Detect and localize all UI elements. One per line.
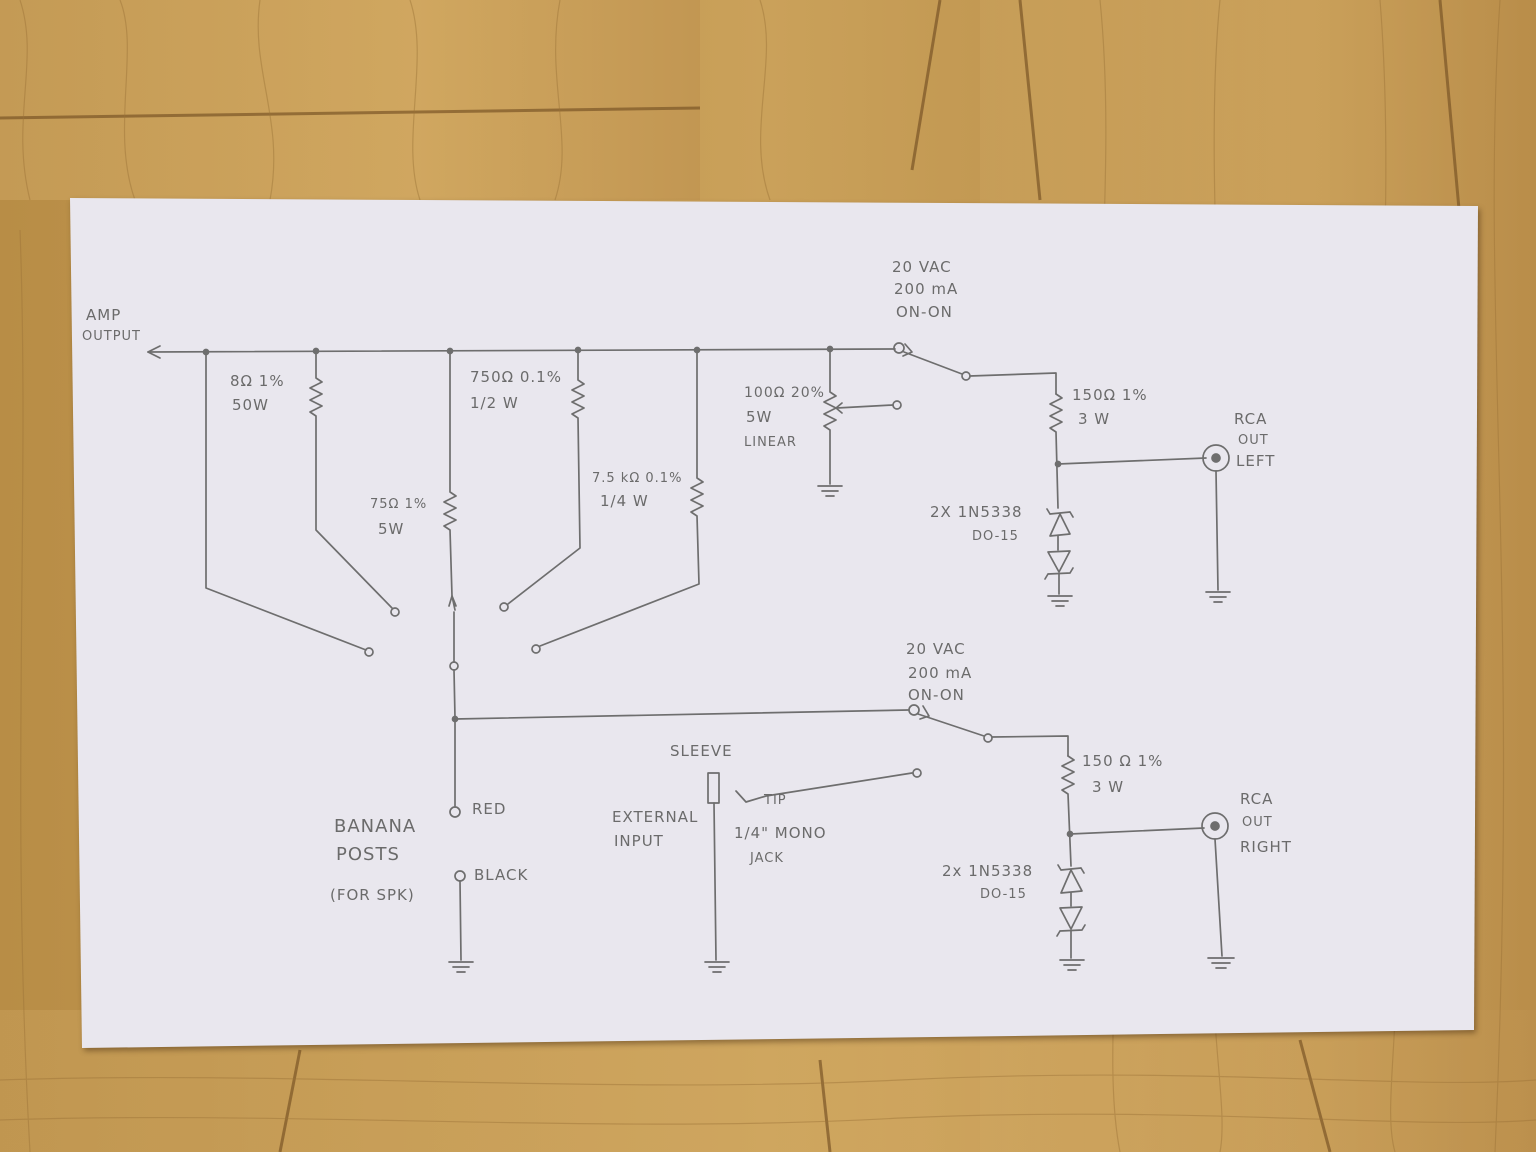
jack-type-label-line2: JACK [750, 851, 784, 866]
switch2-rating-line2: 200 mA [908, 664, 973, 682]
r6-power-label: 3 W [1092, 778, 1125, 796]
r4-value-label: 7.5 kΩ 0.1% [592, 471, 683, 486]
jack-sleeve-label: SLEEVE [670, 742, 733, 760]
r6-value-label: 150 Ω 1% [1082, 752, 1164, 770]
rca-left-label-line3: LEFT [1236, 452, 1276, 470]
circuit-wiring [147, 342, 1235, 973]
amp-output-label-line1: AMP [86, 306, 122, 324]
zener-bottom-label-line1: 2x 1N5338 [942, 862, 1034, 880]
rca-right-label-line2: OUT [1242, 815, 1273, 830]
r2-power-label: 1/2 W [470, 394, 519, 412]
rca-right-label-line3: RIGHT [1240, 838, 1292, 856]
r2-value-label: 750Ω 0.1% [470, 368, 562, 386]
banana-posts-label-line1: BANANA [334, 816, 417, 837]
jack-tip-label: TIP [764, 793, 787, 808]
rca-left-label-line1: RCA [1234, 410, 1268, 428]
jack-type-label-line1: 1/4" MONO [734, 824, 827, 842]
switch2-rating-line3: ON-ON [908, 686, 965, 704]
external-input-label-line1: EXTERNAL [612, 808, 699, 826]
pot-value-label: 100Ω 20% [744, 385, 825, 401]
r5-value-label: 150Ω 1% [1072, 386, 1148, 404]
r4-power-label: 1/4 W [600, 492, 649, 510]
r1-value-label: 8Ω 1% [230, 372, 285, 390]
zener-bottom-label-line2: DO-15 [980, 887, 1027, 902]
switch1-rating-line3: ON-ON [896, 303, 953, 321]
switch1-rating-line2: 200 mA [894, 280, 959, 298]
r1-power-label: 50W [232, 396, 269, 414]
amp-output-label-line2: OUTPUT [82, 329, 141, 344]
banana-posts-label-line2: POSTS [336, 844, 400, 865]
rca-right-label-line1: RCA [1240, 790, 1274, 808]
banana-posts-label-line3: (FOR SPK) [330, 886, 415, 904]
banana-black-label: BLACK [474, 866, 529, 884]
pot-taper-label: LINEAR [744, 435, 797, 450]
rca-left-label-line2: OUT [1238, 433, 1269, 448]
paper-sheet [70, 198, 1478, 1048]
switch1-rating-line1: 20 VAC [892, 258, 952, 276]
switch2-rating-line1: 20 VAC [906, 640, 966, 658]
banana-red-label: RED [472, 800, 507, 818]
r5-power-label: 3 W [1078, 410, 1111, 428]
external-input-label-line2: INPUT [614, 832, 664, 850]
r3-value-label: 75Ω 1% [370, 497, 428, 512]
zener-top-label-line1: 2X 1N5338 [930, 503, 1023, 521]
r3-power-label: 5W [378, 520, 405, 538]
pot-power-label: 5W [746, 408, 773, 426]
zener-top-label-line2: DO-15 [972, 529, 1019, 544]
